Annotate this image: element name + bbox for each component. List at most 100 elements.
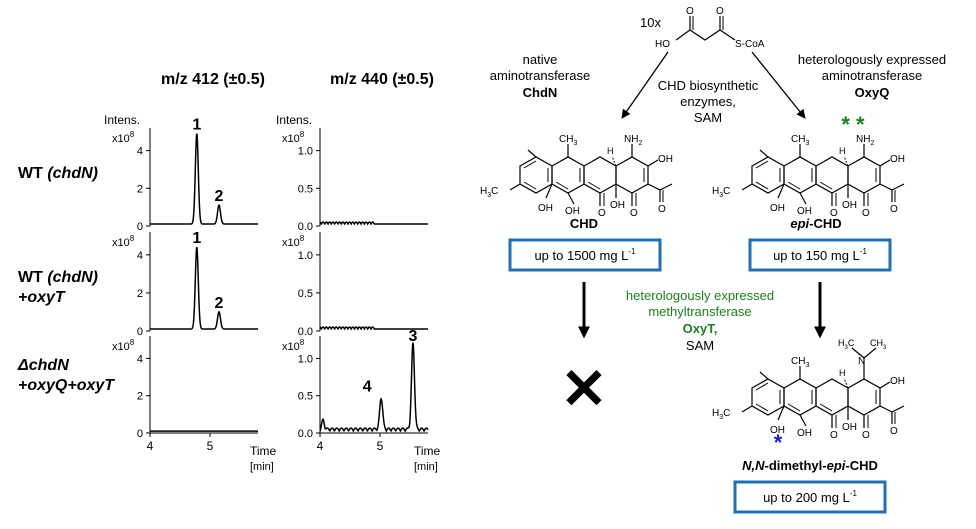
precursor-structure: 10x O O HO S-CoA	[640, 6, 765, 50]
epi-oh-1: OH	[770, 203, 785, 214]
time-unit-1: [min]	[250, 461, 274, 473]
epi-yield: up to 150 mg L-1	[773, 247, 867, 263]
chd-oh-1: OH	[538, 203, 553, 214]
scale-label: x108	[282, 234, 305, 249]
right-enzyme-name: OxyQ	[855, 85, 890, 100]
methyl-sam: SAM	[686, 338, 714, 353]
svg-text:WT (chdN): WT (chdN)	[18, 165, 98, 182]
y-tick-label: 4	[137, 146, 143, 158]
middle-line1: CHD biosynthetic	[658, 78, 759, 93]
y-tick-label: 4	[137, 353, 143, 365]
y-tick-label: 0.0	[298, 221, 313, 233]
chd-nh2: NH2	[624, 134, 642, 147]
y-tick-label: 1.0	[298, 353, 313, 365]
y-tick-label: 1.0	[298, 250, 313, 262]
chromatogram-panels: x10802412x1080.00.51.0x10802412x1080.00.…	[112, 117, 429, 453]
chd-structure: CH3 NH2 OH H3C OH OH O OH O O H	[480, 134, 673, 219]
chd-o-2: O	[630, 208, 638, 219]
epi-ch3: CH3	[791, 134, 809, 147]
epi-oh-2: OH	[797, 206, 812, 217]
nn-oh-right: OH	[890, 376, 905, 387]
left-enzyme-name: ChdN	[523, 85, 558, 100]
nn-n: N	[858, 356, 865, 367]
methyl-line2: methyltransferase	[648, 304, 751, 319]
precursor-o2: O	[716, 6, 724, 17]
left-enzyme-line1: native	[523, 52, 558, 67]
epi-oh-right: OH	[890, 154, 905, 165]
scale-label: x108	[282, 130, 305, 145]
strain-2-text: WT	[18, 269, 47, 286]
strain-1-text: WT	[18, 165, 47, 182]
chd-oh-right: OH	[658, 154, 673, 165]
blocked-cross-icon: ✕	[561, 357, 608, 420]
nn-dimethyl-epi-chd-structure: N H3C CH3 CH3 OH H3C OH OH O OH O O H	[712, 338, 905, 441]
intens-label-2: Intens.	[276, 113, 312, 127]
x-tick-label: 5	[377, 439, 384, 453]
chromatogram-trace	[150, 247, 258, 330]
chromatogram-trace	[319, 342, 429, 433]
arrow-to-epi	[751, 51, 806, 119]
nn-h3c: H3C	[712, 408, 730, 421]
epi-nh2: NH2	[856, 134, 874, 147]
chd-oh-2: OH	[565, 206, 580, 217]
precursor-count: 10x	[640, 15, 661, 30]
scale-label: x108	[282, 338, 305, 353]
x-tick-label: 4	[147, 439, 154, 453]
right-enzyme-line2: aminotransferase	[822, 68, 922, 83]
methyl-line1: heterologously expressed	[626, 288, 774, 303]
y-tick-label: 0.5	[298, 183, 313, 195]
nn-h: H	[839, 368, 846, 378]
nn-o-3: O	[890, 426, 898, 437]
nn-o-2: O	[862, 430, 870, 441]
nn-ch3: CH3	[791, 356, 809, 369]
y-tick-label: 0.0	[298, 326, 313, 338]
chromatogram-trace	[319, 326, 428, 331]
col1-header: m/z 412 (±0.5)	[161, 71, 265, 88]
strain-1-italic: (chdN)	[47, 165, 98, 182]
y-tick-label: 0	[137, 221, 143, 233]
peak-label-4: 4	[363, 379, 372, 396]
chd-h3c: H3C	[480, 186, 498, 199]
chd-ch3: CH3	[559, 134, 577, 147]
chd-name: CHD	[570, 216, 598, 231]
blue-asterisk: *	[774, 430, 783, 455]
y-tick-label: 0.5	[298, 391, 313, 403]
epi-chd-name: epi-CHD	[790, 216, 841, 231]
strain-2-line2: +oxyT	[18, 289, 66, 306]
chd-o-1: O	[598, 208, 606, 219]
precursor-scoa: S-CoA	[735, 39, 765, 50]
y-tick-label: 0.5	[298, 288, 313, 300]
right-enzyme-line1: heterologously expressed	[798, 52, 946, 67]
precursor-ho: HO	[655, 39, 670, 50]
col2-header: m/z 440 (±0.5)	[330, 71, 434, 88]
strain-2-italic: (chdN)	[47, 269, 98, 286]
epi-chd-structure: CH3 NH2 OH H3C OH OH O OH O O H	[712, 134, 905, 219]
time-label-1: Time	[250, 444, 277, 458]
strain-label-2: WT (chdN) +oxyT	[18, 269, 98, 306]
scale-label: x108	[112, 234, 135, 249]
epi-h3c: H3C	[712, 186, 730, 199]
y-tick-label: 2	[137, 183, 143, 195]
epi-o-3: O	[890, 204, 898, 215]
nn-o-1: O	[830, 430, 838, 441]
left-enzyme-line2: aminotransferase	[490, 68, 590, 83]
chromatogram-trace	[319, 221, 428, 226]
time-label-2: Time	[414, 444, 441, 458]
time-unit-2: [min]	[414, 461, 438, 473]
epi-yield-box: up to 150 mg L-1	[748, 238, 892, 272]
y-tick-label: 0	[137, 326, 143, 338]
nn-yield-box: up to 200 mg L-1	[733, 480, 887, 514]
strain-label-3: ΔchdN +oxyQ+oxyT	[17, 357, 115, 394]
chd-oh-3: OH	[610, 200, 625, 211]
peak-label-3: 3	[409, 328, 418, 345]
peak-label-1: 1	[192, 230, 201, 247]
strain-3-line2: +oxyQ+oxyT	[18, 377, 115, 394]
x-tick-label: 4	[317, 439, 324, 453]
y-tick-label: 0.0	[298, 428, 313, 440]
strain-label-1: WT (chdN)	[18, 165, 98, 182]
nn-dimethyl-name: N,N-dimethyl-epi-CHD	[742, 458, 878, 473]
chd-yield: up to 1500 mg L-1	[534, 247, 636, 263]
nn-ch3-b: CH3	[870, 338, 887, 351]
epi-oh-3: OH	[842, 200, 857, 211]
